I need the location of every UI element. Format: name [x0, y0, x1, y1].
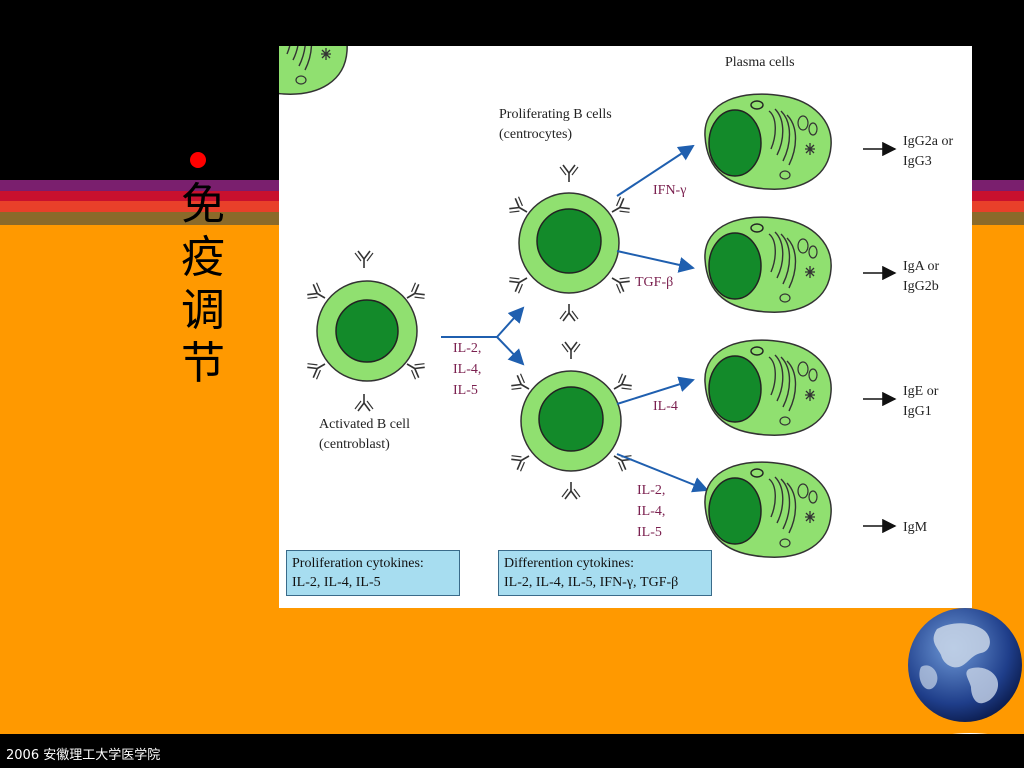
cytokine-il4: IL-4 — [653, 399, 678, 414]
cytokine-tgf: TGF-β — [635, 275, 673, 290]
diff-box-list: IL-2, IL-4, IL-5, IFN-γ, TGF-β — [504, 575, 679, 590]
output-2-line-2: IgG2b — [903, 279, 939, 294]
proliferation-cytokines-box: Proliferation cytokines: IL-2, IL-4, IL-… — [286, 550, 460, 596]
proliferating-label-2: (centrocytes) — [499, 127, 572, 142]
cytokine-il4-b: IL-4, — [637, 504, 665, 519]
proliferating-b-cell-lower — [508, 341, 635, 500]
differentiation-cytokines-box: Differention cytokines: IL-2, IL-4, IL-5… — [498, 550, 712, 596]
plasma-cell-1 — [704, 93, 832, 190]
activated-label-2: (centroblast) — [319, 437, 390, 452]
cytokine-ifn: IFN-γ — [653, 183, 686, 198]
slide-title: 免疫调节 — [181, 179, 225, 389]
proliferation-arrows — [441, 306, 525, 366]
prolif-cytokine-2: IL-4, — [453, 362, 481, 377]
output-3-line-2: IgG1 — [903, 404, 932, 419]
footer-text: 2006 安徽理工大学医学院 — [6, 748, 161, 763]
prolif-box-list: IL-2, IL-4, IL-5 — [292, 575, 381, 590]
prolif-cytokine-3: IL-5 — [453, 383, 478, 398]
prolif-cytokine-1: IL-2, — [453, 341, 481, 356]
cytokine-il2-b: IL-2, — [637, 483, 665, 498]
activated-label-1: Activated B cell — [319, 417, 410, 432]
b-cell-differentiation-diagram: Activated B cell (centroblast) IL-2, IL-… — [279, 46, 972, 608]
output-4-line-1: IgM — [903, 520, 928, 535]
activated-b-cell — [304, 250, 428, 412]
proliferating-label-1: Proliferating B cells — [499, 107, 612, 122]
output-1-line-1: IgG2a or — [903, 134, 953, 149]
diff-box-title: Differention cytokines: — [504, 556, 634, 571]
proliferating-b-cell-upper — [506, 164, 633, 322]
plasma-cell — [279, 46, 348, 95]
plasma-cell-4 — [704, 461, 832, 558]
output-2-line-1: IgA or — [903, 259, 940, 274]
bullet-icon — [190, 152, 206, 168]
differentiation-arrows — [616, 144, 709, 493]
output-1-line-2: IgG3 — [903, 154, 932, 169]
diagram-svg: Activated B cell (centroblast) IL-2, IL-… — [279, 46, 953, 558]
plasma-label: Plasma cells — [725, 55, 795, 70]
plasma-cell-2 — [704, 216, 832, 313]
plasma-cell-3 — [704, 339, 832, 436]
output-arrows — [863, 141, 897, 534]
output-3-line-1: IgE or — [903, 384, 939, 399]
prolif-box-title: Proliferation cytokines: — [292, 556, 424, 571]
cytokine-il5-b: IL-5 — [637, 525, 662, 540]
footer-band: 2006 安徽理工大学医学院 — [0, 734, 1024, 768]
globe-icon — [908, 608, 1022, 722]
